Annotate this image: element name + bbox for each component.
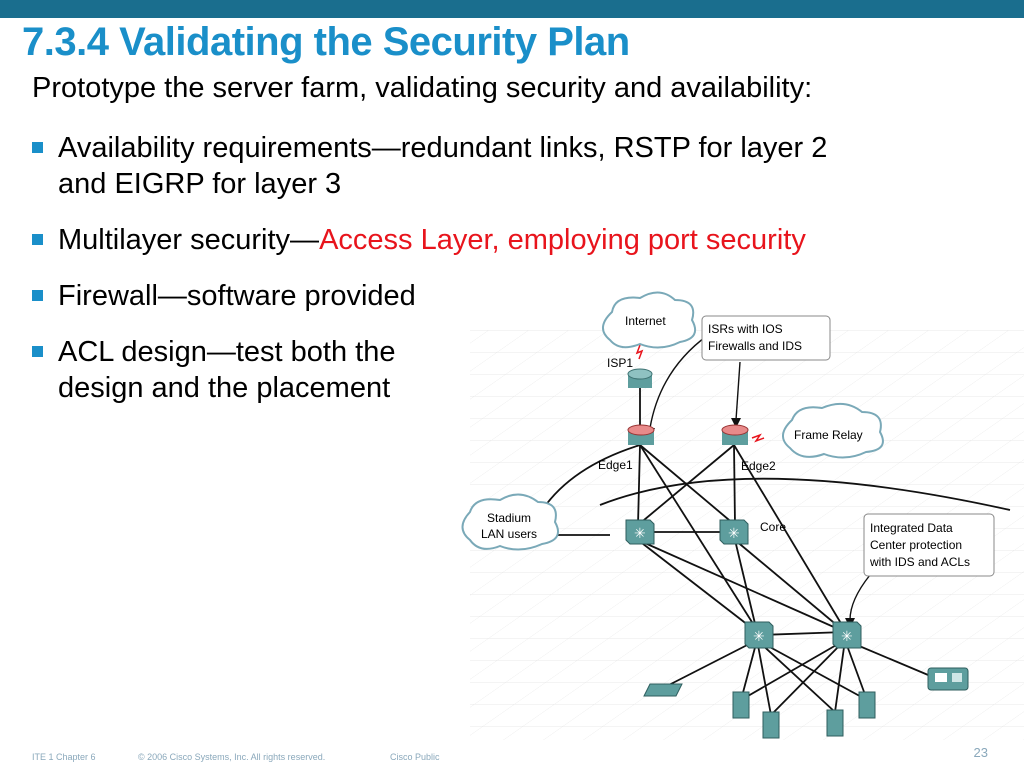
network-diagram: Internet ISP1 ISRs with IOS Firewalls an… bbox=[461, 291, 1024, 740]
isr-callout: ISRs with IOS Firewalls and IDS bbox=[701, 315, 831, 361]
dc-callout-line3: with IDS and ACLs bbox=[869, 555, 970, 569]
slide-title: 7.3.4 Validating the Security Plan bbox=[22, 20, 630, 64]
bullet-square-icon bbox=[32, 346, 43, 357]
footer-copyright: © 2006 Cisco Systems, Inc. All rights re… bbox=[138, 752, 326, 762]
stadium-label-line1: Stadium bbox=[487, 511, 531, 525]
page-number: 23 bbox=[973, 745, 988, 760]
svg-text:✳: ✳ bbox=[634, 526, 646, 542]
stadium-cloud: Stadium LAN users bbox=[461, 493, 559, 551]
server-icon bbox=[858, 691, 876, 719]
bullet-square-icon bbox=[32, 290, 43, 301]
bullet-availability: Availability requirements—redundant link… bbox=[32, 130, 992, 202]
serial-link-red bbox=[635, 344, 644, 360]
server-icon bbox=[762, 711, 780, 739]
frame-relay-cloud: Frame Relay bbox=[782, 402, 884, 459]
dc-callout-line1: Integrated Data bbox=[870, 521, 953, 535]
bullet-text: ACL design—test both the bbox=[58, 336, 396, 368]
frame-relay-label: Frame Relay bbox=[794, 428, 863, 442]
stadium-label-line2: LAN users bbox=[481, 527, 537, 541]
isp-router-icon: ISP1 bbox=[607, 356, 653, 388]
network-links bbox=[532, 385, 1011, 716]
datacenter-callout: Integrated Data Center protection with I… bbox=[863, 513, 995, 577]
bullet-text: Multilayer security— bbox=[58, 224, 320, 256]
core-switch-icon: ✳ bbox=[625, 519, 655, 545]
bullet-list: Availability requirements—redundant link… bbox=[32, 130, 992, 426]
arrow-head bbox=[731, 418, 741, 428]
server-icon bbox=[826, 709, 844, 737]
dc-callout-line2: Center protection bbox=[870, 538, 962, 552]
svg-text:✳: ✳ bbox=[753, 629, 765, 645]
bullet-text: design and the placement bbox=[58, 372, 391, 404]
slide-intro: Prototype the server farm, validating se… bbox=[32, 72, 813, 104]
bullet-square-icon bbox=[32, 234, 43, 245]
isr-callout-line2: Firewalls and IDS bbox=[708, 339, 802, 353]
callout-arrows bbox=[649, 334, 871, 621]
internet-label: Internet bbox=[625, 314, 666, 328]
bullet-multilayer: Multilayer security—Access Layer, employ… bbox=[32, 222, 992, 258]
isr-callout-line1: ISRs with IOS bbox=[708, 322, 783, 336]
serial-link-red bbox=[751, 433, 765, 443]
bullet-text: and EIGRP for layer 3 bbox=[58, 168, 342, 200]
edge1-label: Edge1 bbox=[598, 458, 633, 472]
ip-phone-icon bbox=[927, 667, 969, 691]
edge2-router-icon: Edge2 bbox=[721, 424, 776, 473]
access-switch-icon bbox=[643, 683, 683, 697]
bullet-highlight: Access Layer, employing port security bbox=[319, 224, 806, 256]
top-banner bbox=[0, 0, 1024, 18]
isp-label: ISP1 bbox=[607, 356, 633, 370]
bullet-text: Firewall—software provided bbox=[58, 280, 416, 312]
bullet-acl: ACL design—test both the design and the … bbox=[32, 334, 992, 406]
core-label: Core bbox=[760, 520, 786, 534]
server-icon bbox=[732, 691, 750, 719]
bullet-text: Availability requirements—redundant link… bbox=[58, 132, 828, 164]
bullet-firewall: Firewall—software provided bbox=[32, 278, 992, 314]
internet-cloud: Internet bbox=[602, 291, 696, 349]
edge1-router-icon: Edge1 bbox=[598, 424, 655, 472]
core-switch-icon: ✳ Core bbox=[719, 519, 786, 545]
edge2-label: Edge2 bbox=[741, 459, 776, 473]
distribution-switch-icon: ✳ bbox=[832, 621, 862, 649]
bullet-square-icon bbox=[32, 142, 43, 153]
footer-classification: Cisco Public bbox=[390, 752, 440, 762]
footer-chapter: ITE 1 Chapter 6 bbox=[32, 752, 96, 762]
svg-text:✳: ✳ bbox=[728, 526, 740, 542]
svg-text:✳: ✳ bbox=[841, 629, 853, 645]
distribution-switch-icon: ✳ bbox=[744, 621, 774, 649]
